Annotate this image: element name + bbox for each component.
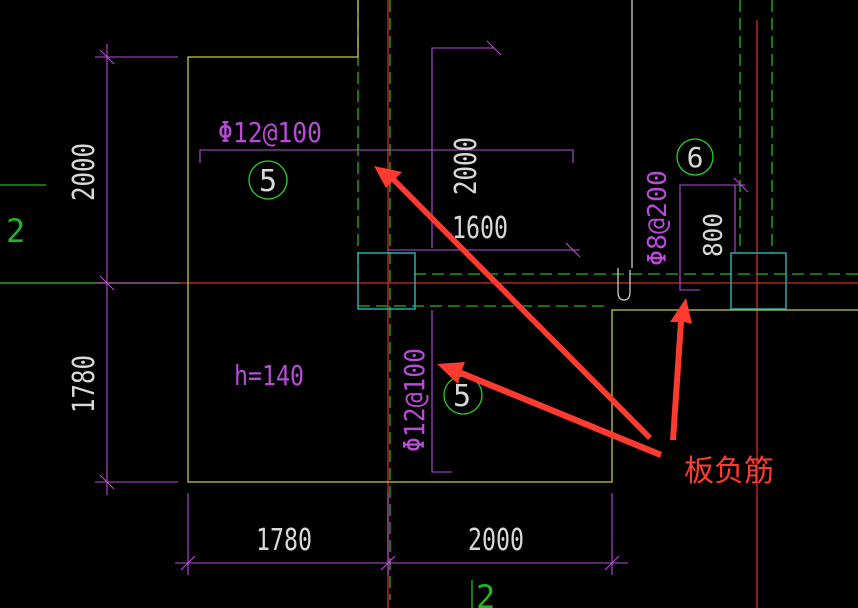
dim-1600-text: 1600 — [452, 211, 508, 246]
rebar-right-line — [679, 184, 745, 291]
rebar-upper-label: Φ12@100 — [218, 116, 322, 149]
slab-outline — [187, 0, 858, 483]
bubble-right-text: 6 — [687, 141, 704, 174]
annotation-arrow-vertical — [437, 362, 662, 458]
dim-bottom-left-text: 1780 — [256, 523, 312, 558]
rebar-vertical-line — [431, 310, 452, 473]
annotation-arrow-upper — [374, 166, 652, 440]
rebar-extension-tick — [486, 40, 502, 56]
axis-label-bottom: 2 — [476, 578, 495, 608]
slab-thickness-label: h=140 — [234, 359, 304, 392]
white-lines — [617, 0, 633, 301]
bubble-upper: 5 — [248, 160, 288, 200]
dimension-lines — [95, 40, 749, 575]
dim-left-tick-top — [99, 49, 115, 65]
dim-left-tick-bot — [99, 474, 115, 490]
dim-bottom-tick-right — [604, 555, 620, 571]
rebar-right-label: Φ8@200 — [643, 170, 673, 266]
column-right — [730, 252, 787, 310]
bubble-upper-text: 5 — [259, 164, 277, 199]
dimension-texts: 2000 1780 1780 2000 1600 2000 800 — [67, 137, 729, 558]
dim-1600-tick-right — [565, 242, 581, 258]
rebar-labels: Φ12@100 Φ12@100 Φ8@200 h=140 — [218, 116, 673, 452]
dim-2000-vertical-text: 2000 — [449, 137, 484, 195]
dim-bottom-right-text: 2000 — [468, 523, 524, 558]
slab-outline-left-part — [187, 0, 858, 483]
beam-edges — [357, 0, 858, 600]
bubble-lower-text: 5 — [453, 379, 471, 414]
rebar-bubbles: 5 5 6 — [248, 138, 714, 415]
dim-left-upper-text: 2000 — [67, 143, 102, 201]
rebar-vertical-label: Φ12@100 — [398, 348, 431, 452]
axis-labels: 2 2 — [6, 212, 495, 608]
bubble-right: 6 — [676, 138, 714, 176]
dim-left-lower-text: 1780 — [67, 355, 102, 413]
axis-label-left: 2 — [6, 212, 25, 250]
annotation-label: 板负筋 — [684, 454, 774, 489]
dim-bottom-tick-left — [180, 555, 196, 571]
dim-left-tick-mid — [99, 275, 115, 291]
column-left — [357, 252, 416, 310]
rebar-hook — [617, 268, 631, 301]
rebar-upper-line — [199, 149, 574, 163]
dim-800-text: 800 — [699, 213, 729, 257]
columns — [357, 252, 787, 310]
dim-bottom-tick-mid — [380, 555, 396, 571]
rebar-right-tick — [733, 177, 749, 193]
annotation-arrows — [374, 166, 692, 458]
rebar-extension-line — [431, 47, 494, 248]
annotation-arrow-right — [670, 298, 692, 440]
